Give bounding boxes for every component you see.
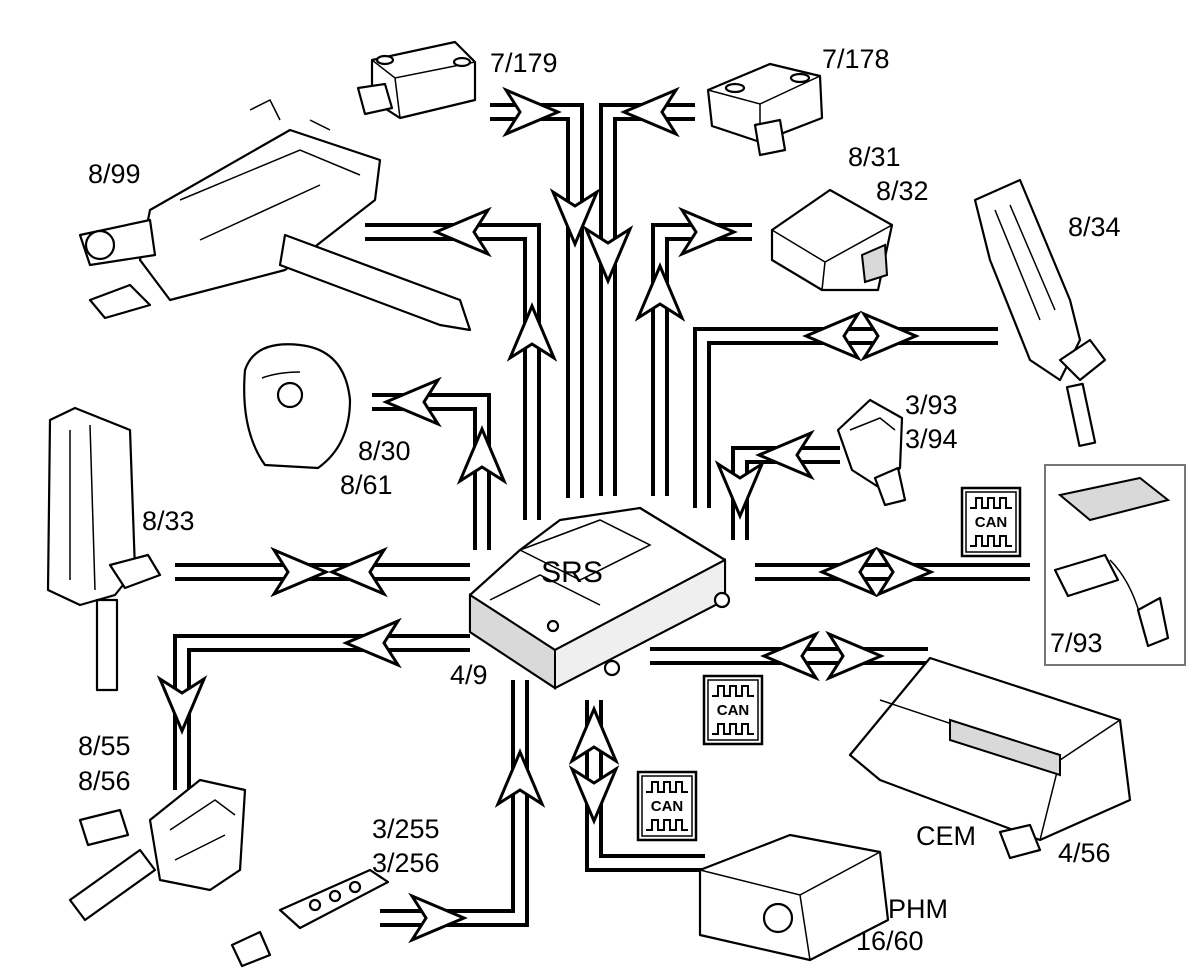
label-3-93: 3/93: [905, 390, 958, 420]
phone-module-phm: PHM 16/60: [698, 833, 948, 962]
label-8-32: 8/32: [876, 176, 929, 206]
label-7-179: 7/179: [490, 48, 558, 78]
buckle-switch-3-93: 3/93 3/94: [836, 390, 958, 507]
label-3-94: 3/94: [905, 424, 958, 454]
label-3-256: 3/256: [372, 848, 440, 878]
label-7-93: 7/93: [1050, 628, 1103, 658]
svg-text:CAN: CAN: [651, 798, 684, 815]
label-8-99: 8/99: [88, 159, 141, 189]
cem-label: CEM: [916, 821, 976, 851]
belt-tensioner-8-33: 8/33: [46, 406, 195, 692]
label-3-255: 3/255: [372, 814, 440, 844]
crash-sensor-7-179: 7/179: [356, 40, 558, 120]
srs-code: 4/9: [450, 660, 488, 690]
phm-code: 16/60: [856, 926, 924, 956]
label-8-61: 8/61: [340, 470, 393, 500]
crash-sensor-7-178: 7/178: [706, 44, 890, 157]
central-electronic-module: CEM 4/56: [848, 656, 1132, 868]
svg-text:CAN: CAN: [975, 514, 1008, 531]
can-badge-1: CAN: [960, 486, 1022, 558]
srs-label: SRS: [541, 556, 603, 589]
driver-airbag-8-30: 8/30 8/61: [243, 343, 411, 500]
svg-text:CAN: CAN: [717, 702, 750, 719]
label-8-30: 8/30: [358, 436, 411, 466]
seat-sensor-3-255: 3/255 3/256: [230, 814, 440, 968]
can-badge-3: CAN: [636, 770, 698, 842]
cem-code: 4/56: [1058, 838, 1111, 868]
label-8-56: 8/56: [78, 766, 131, 796]
can-badge-2: CAN: [702, 674, 764, 746]
label-8-34: 8/34: [1068, 212, 1121, 242]
label-8-33: 8/33: [142, 506, 195, 536]
label-8-31: 8/31: [848, 142, 901, 172]
phm-label: PHM: [888, 894, 948, 924]
belt-retractor-8-55: 8/55 8/56: [68, 731, 247, 922]
label-7-178: 7/178: [822, 44, 890, 74]
srs-control-module: SRS 4/9: [450, 506, 731, 690]
airbag-module-8-31: 8/31 8/32: [770, 142, 929, 292]
label-8-55: 8/55: [78, 731, 131, 761]
occupant-sensor-7-93: 7/93: [1044, 464, 1186, 666]
steering-column-8-99: 8/99: [78, 98, 472, 332]
belt-tensioner-8-34: 8/34: [973, 178, 1121, 447]
